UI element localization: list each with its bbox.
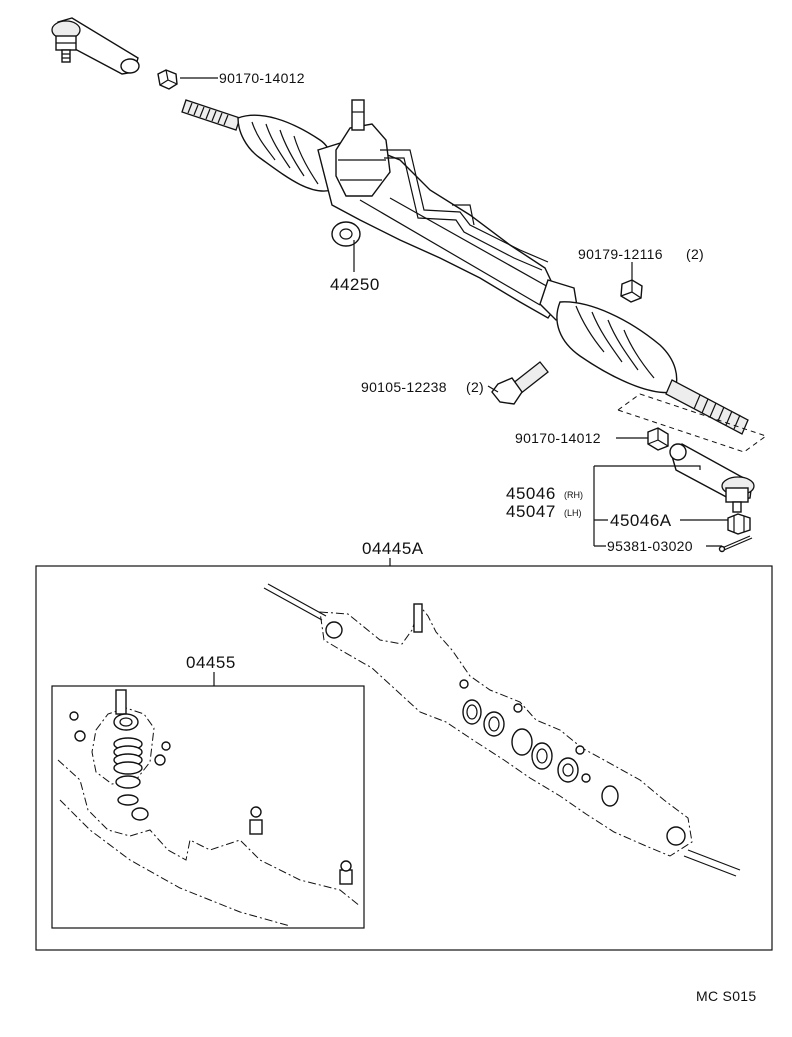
steering-rack-assembly: [181, 99, 768, 453]
label-90170-top: 90170-14012: [219, 70, 305, 86]
kit-box-04455: [51, 685, 365, 929]
label-90179-qty: (2): [686, 246, 704, 262]
kit-box-04445A: [35, 565, 773, 951]
label-45047: 45047: [506, 502, 556, 521]
bolt-90105: [491, 361, 549, 405]
label-45046-side: (RH): [564, 490, 583, 500]
tie-rod-end-left: [51, 17, 140, 75]
label-04455: 04455: [186, 653, 236, 672]
nut-bottom: [647, 427, 669, 451]
label-90105-qty: (2): [466, 379, 484, 395]
label-44250: 44250: [330, 275, 380, 294]
label-45046: 45046: [506, 484, 556, 503]
label-90179: 90179-12116: [578, 246, 663, 262]
label-90105: 90105-12238: [361, 379, 447, 395]
cotter-pin: [718, 535, 753, 553]
leader-90105: [487, 385, 499, 393]
nut-90179: [620, 279, 643, 303]
label-45046A: 45046A: [610, 511, 672, 530]
label-95381: 95381-03020: [607, 538, 693, 554]
nut-top: [157, 69, 178, 90]
tie-rod-end-right: [669, 443, 755, 513]
kit-rack-parts: [263, 583, 741, 877]
label-90170-bot: 90170-14012: [515, 430, 601, 446]
bracket-45046: [593, 465, 728, 547]
footer-code: MC S015: [696, 988, 756, 1004]
seal-kit-parts: [57, 689, 361, 927]
castle-nut: [727, 513, 751, 535]
label-04445A: 04445A: [362, 539, 424, 558]
label-45047-side: (LH): [564, 508, 582, 518]
